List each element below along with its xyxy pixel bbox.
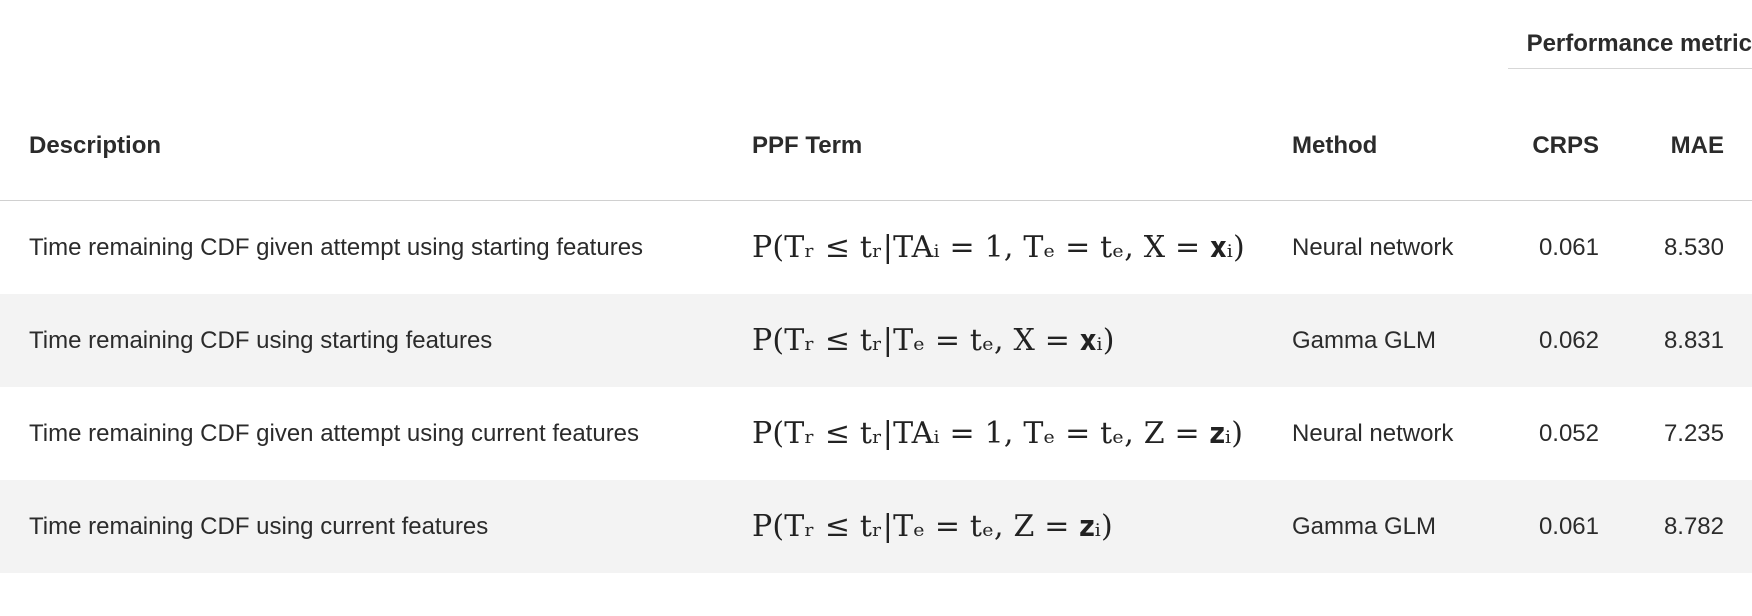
cell-crps: 0.061: [1502, 480, 1627, 573]
table-row: Time remaining CDF given attempt using c…: [0, 387, 1752, 480]
table-row: Time remaining CDF using starting featur…: [0, 294, 1752, 387]
group-header-row: Performance metric: [0, 0, 1752, 92]
performance-metric-group-label: Performance metric: [1508, 30, 1752, 69]
cell-description: Time remaining CDF using starting featur…: [0, 294, 752, 387]
ppf-formula: P(Tᵣ ≤ tᵣ|Tₑ = tₑ, Z = 𝐳ᵢ): [752, 509, 1113, 544]
group-header-spacer: [1292, 0, 1502, 92]
cell-ppf-term: P(Tᵣ ≤ tᵣ|TAᵢ = 1, Tₑ = tₑ, X = 𝐱ᵢ): [752, 201, 1292, 295]
cell-crps: 0.052: [1538, 419, 1599, 447]
cell-description: Time remaining CDF given attempt using s…: [29, 233, 644, 261]
cell-method: Gamma GLM: [1292, 294, 1502, 387]
cell-crps: 0.062: [1502, 294, 1627, 387]
cell-ppf-term: P(Tᵣ ≤ tᵣ|TAᵢ = 1, Tₑ = tₑ, Z = 𝐳ᵢ): [752, 387, 1292, 480]
header-method: Method: [1292, 92, 1502, 201]
table-header: Performance metric Description PPF Term …: [0, 0, 1752, 201]
header-crps: CRPS: [1502, 92, 1627, 201]
header-description: Description: [0, 92, 752, 201]
cell-method: Neural network: [1292, 419, 1454, 447]
cell-mae: 7.235: [1663, 419, 1724, 447]
header-mae: MAE: [1627, 92, 1752, 201]
cell-method: Gamma GLM: [1292, 480, 1502, 573]
group-header-spacer: [752, 0, 1292, 92]
header-ppf-term: PPF Term: [752, 92, 1292, 201]
cell-method: Neural network: [1292, 233, 1454, 261]
column-header-row: Description PPF Term Method CRPS MAE: [0, 92, 1752, 201]
ppf-formula: P(Tᵣ ≤ tᵣ|TAᵢ = 1, Tₑ = tₑ, Z = 𝐳ᵢ): [752, 416, 1244, 451]
cell-ppf-term: P(Tᵣ ≤ tᵣ|Tₑ = tₑ, X = 𝐱ᵢ): [752, 294, 1292, 387]
cell-mae: 8.530: [1663, 233, 1724, 261]
cell-ppf-term: P(Tᵣ ≤ tᵣ|Tₑ = tₑ, Z = 𝐳ᵢ): [752, 480, 1292, 573]
ppf-formula: P(Tᵣ ≤ tᵣ|Tₑ = tₑ, X = 𝐱ᵢ): [752, 323, 1115, 358]
table-row: Time remaining CDF using current feature…: [0, 480, 1752, 573]
group-header-spacer: [0, 0, 752, 92]
performance-metric-group-cell: Performance metric: [1502, 0, 1752, 92]
cell-mae: 8.831: [1627, 294, 1752, 387]
cell-description: Time remaining CDF using current feature…: [0, 480, 752, 573]
table-row: Time remaining CDF given attempt using s…: [0, 201, 1752, 295]
cell-mae: 8.782: [1627, 480, 1752, 573]
performance-table: Performance metric Description PPF Term …: [0, 0, 1752, 573]
cell-description: Time remaining CDF given attempt using c…: [29, 419, 640, 447]
cell-crps: 0.061: [1538, 233, 1599, 261]
table-body: Time remaining CDF given attempt using s…: [0, 201, 1752, 573]
ppf-formula: P(Tᵣ ≤ tᵣ|TAᵢ = 1, Tₑ = tₑ, X = 𝐱ᵢ): [752, 230, 1245, 265]
